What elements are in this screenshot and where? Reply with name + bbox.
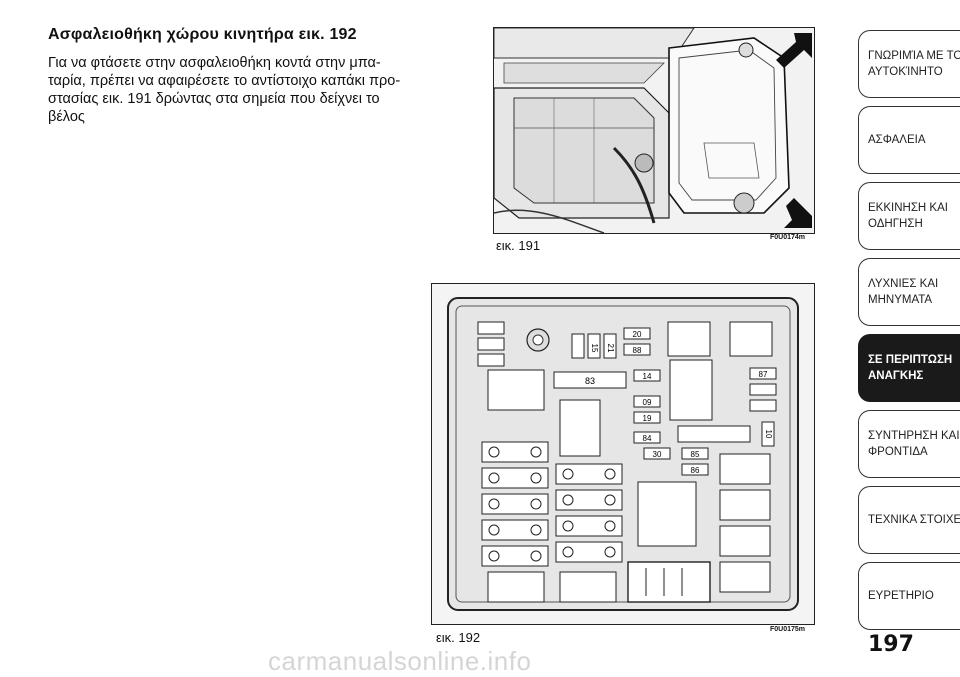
- instruction-paragraph: Για να φτάσετε στην ασφαλειοθήκη κοντά σ…: [48, 54, 444, 126]
- tab-maintenance[interactable]: ΣΥΝΤΗΡΗΣΗ ΚΑΙ ΦΡΟΝΤΙΔΑ: [858, 410, 960, 478]
- tab-safety[interactable]: ΑΣΦΑΛΕΙΑ: [858, 106, 960, 174]
- figure-191-caption: εικ. 191: [496, 238, 541, 253]
- figure-192-caption: εικ. 192: [436, 630, 481, 645]
- tab-starting-driving[interactable]: ΕΚΚΙΝΗΣΗ ΚΑΙ ΟΔΗΓΗΣΗ: [858, 182, 960, 250]
- tab-label: ΑΣΦΑΛΕΙΑ: [868, 134, 926, 146]
- tab-warning-lights[interactable]: ΛΥΧΝΙΕΣ ΚΑΙ ΜΗΝΥΜΑΤΑ: [858, 258, 960, 326]
- fuse-label: 20: [633, 330, 642, 339]
- tab-label: ΜΗΝΥΜΑΤΑ: [868, 294, 933, 306]
- fuse-label: 15: [590, 344, 599, 353]
- tab-label: ΑΝΑΓΚΗΣ: [868, 370, 924, 382]
- fuse-label: 10: [764, 430, 773, 439]
- tab-label: ΕΚΚΙΝΗΣΗ ΚΑΙ: [868, 202, 948, 214]
- paragraph-line: βέλος: [48, 109, 85, 125]
- svg-text:21: 21: [606, 344, 615, 353]
- fuse-label: 86: [691, 466, 700, 475]
- svg-text:10: 10: [764, 430, 773, 439]
- tab-label: ΕΥΡΕΤΗΡΙΟ: [868, 590, 934, 602]
- tab-label: ΑΥΤΟΚΊΝΗΤΟ: [868, 66, 943, 78]
- tab-label: ΓΝΩΡΙΜΊΑ ΜΕ ΤΟ: [868, 50, 960, 62]
- tab-technical-data[interactable]: ΤΕΧΝΙΚΑ ΣΤΟΙΧΕΙΑ: [858, 486, 960, 554]
- watermark: carmanualsonline.info: [268, 646, 532, 676]
- section-heading: Ασφαλειοθήκη χώρου κινητήρα εικ. 192: [48, 26, 357, 43]
- fuse-label: 85: [691, 450, 700, 459]
- tab-emergency[interactable]: ΣΕ ΠΕΡΙΠΤΩΣΗ ΑΝΑΓΚΗΣ: [858, 334, 960, 402]
- fuse-label: 87: [759, 370, 768, 379]
- tab-label: ΤΕΧΝΙΚΑ ΣΤΟΙΧΕΙΑ: [868, 514, 960, 526]
- fuse-label: 14: [643, 372, 652, 381]
- fuse-label: 83: [585, 376, 595, 386]
- figure-191-code: F0U0174m: [770, 234, 806, 241]
- figure-192-code: F0U0175m: [770, 626, 806, 633]
- fuse-label: 88: [633, 346, 642, 355]
- tab-label: ΟΔΗΓΗΣΗ: [868, 218, 923, 230]
- fuse-label: 30: [653, 450, 662, 459]
- fuse-box-diagram: 15 21 20 88 83 14 87 10 09 19 84 30: [432, 284, 814, 624]
- svg-text:15: 15: [590, 344, 599, 353]
- tab-label: ΛΥΧΝΙΕΣ ΚΑΙ: [868, 278, 939, 290]
- figure-191-engine-bay: [493, 27, 815, 234]
- fuse-label: 84: [643, 434, 652, 443]
- tab-label: ΣΥΝΤΗΡΗΣΗ ΚΑΙ: [868, 430, 960, 442]
- tab-label: ΦΡΟΝΤΙΔΑ: [868, 446, 928, 458]
- paragraph-line: Για να φτάσετε στην ασφαλειοθήκη κοντά σ…: [48, 55, 381, 71]
- tab-label: ΣΕ ΠΕΡΙΠΤΩΣΗ: [868, 354, 953, 366]
- paragraph-line: ταρία, πρέπει να αφαιρέσετε το αντίστοιχ…: [48, 73, 401, 89]
- engine-bay-illustration: [494, 28, 814, 233]
- page-number: 197: [868, 632, 914, 657]
- figure-192-fuse-box: 15 21 20 88 83 14 87 10 09 19 84 30: [431, 283, 815, 625]
- tab-index[interactable]: ΕΥΡΕΤΗΡΙΟ: [858, 562, 960, 630]
- fuse-label: 21: [606, 344, 615, 353]
- fuse-label: 19: [643, 414, 652, 423]
- paragraph-line: στασίας εικ. 191 δρώντας στα σημεία που …: [48, 91, 380, 107]
- fuse-label: 09: [643, 398, 652, 407]
- tab-getting-to-know[interactable]: ΓΝΩΡΙΜΊΑ ΜΕ ΤΟ ΑΥΤΟΚΊΝΗΤΟ: [858, 30, 960, 98]
